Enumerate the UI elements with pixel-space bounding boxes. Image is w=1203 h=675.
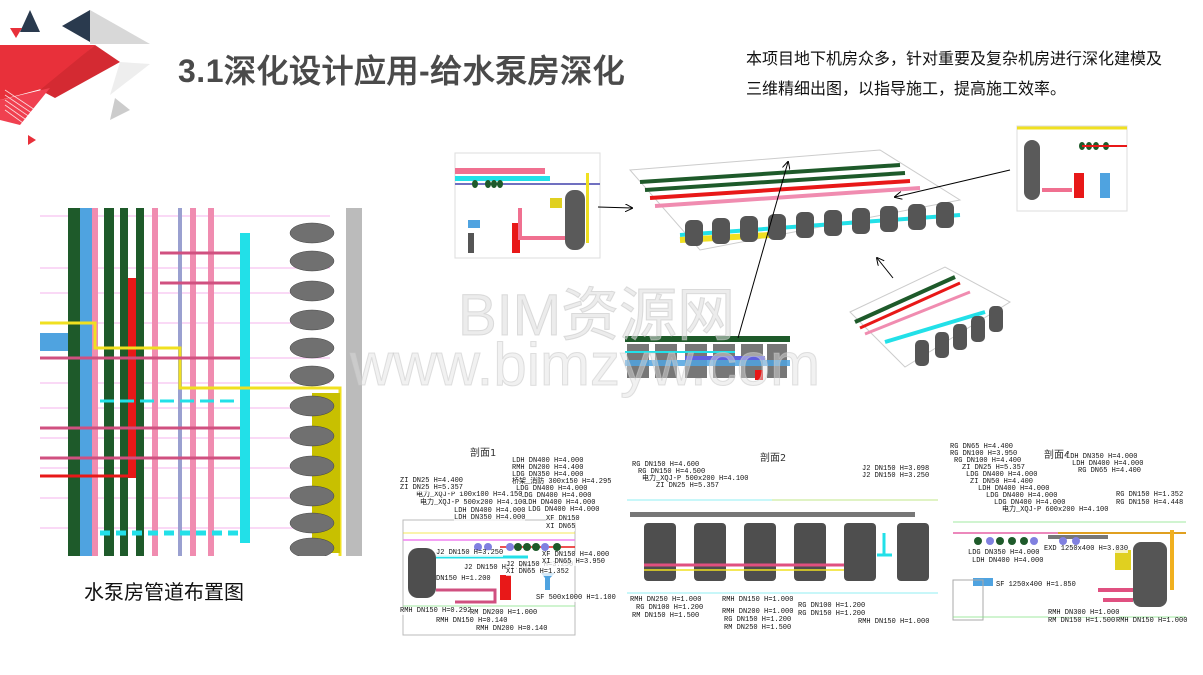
section-1-label: RMH DN150 H=0.292 bbox=[400, 607, 472, 615]
section-2-label: ZI DN25 H=5.357 bbox=[656, 482, 720, 490]
watermark-line1: BIM资源网 bbox=[457, 283, 736, 349]
3d-view-right-pump-room bbox=[1016, 125, 1128, 212]
3d-view-lower-right-pump-room bbox=[849, 266, 1011, 368]
section-1-label: RM DN200 H=1.000 bbox=[470, 609, 538, 617]
section-1-label: LDH DN350 H=4.000 bbox=[454, 514, 526, 522]
section-2-label: RG DN100 H=1.200 bbox=[636, 604, 704, 612]
section-1-label: XI DN65 H=3.950 bbox=[542, 558, 606, 566]
deco-triangle-red-tiny bbox=[28, 135, 36, 145]
deco-triangle-navy bbox=[62, 10, 90, 42]
plan-yellow-pipe bbox=[40, 321, 342, 556]
section-1-label: 电力_XQJ-P 100x100 H=4.150 bbox=[416, 491, 523, 499]
plan-blue-header bbox=[40, 333, 68, 351]
plan-caption: 水泵房管道布置图 bbox=[84, 580, 244, 604]
section-4-drawing: 剖面4 RG DN65 H=4.400 RG DN100 H=3.950 RG … bbox=[948, 442, 1188, 634]
section-1-label: DN150 H=1.200 bbox=[436, 575, 491, 583]
section-2-label: RMH DN150 H=1.000 bbox=[858, 618, 930, 626]
deco-triangle-red-large bbox=[0, 45, 95, 100]
pump-room-plan-drawing bbox=[40, 208, 362, 556]
section-1-label: J2 DN150 H=3.250 bbox=[506, 561, 574, 569]
section-1-label: XI DN65 bbox=[546, 523, 576, 531]
section-4-label: SF 1250x400 H=1.850 bbox=[996, 581, 1076, 589]
slide-description: 本项目地下机房众多，针对重要及复杂机房进行深化建模及三维精细出图，以指导施工，提… bbox=[746, 49, 1163, 98]
decorative-triangles-logo bbox=[0, 10, 150, 145]
section-2-label: J2 DN150 H=3.250 bbox=[862, 472, 930, 480]
section-1-label: LDH DN400 H=4.000 bbox=[524, 499, 596, 507]
section-4-label: 电力_XQJ-P 600x200 H=4.100 bbox=[1002, 506, 1109, 514]
deco-triangle-gray-small bbox=[110, 98, 130, 120]
section-1-label: LDH DN400 H=4.000 bbox=[512, 457, 584, 465]
section-2-label: RG DN150 H=4.500 bbox=[638, 468, 706, 476]
section-2-label: RMH DN200 H=1.000 bbox=[722, 608, 794, 616]
section-1-label: LDG DN400 H=4.000 bbox=[516, 485, 588, 493]
section-4-label: RM DN150 H=1.500 bbox=[1048, 617, 1116, 625]
section-1-label: J2 DN150 H=3.250 bbox=[436, 549, 504, 557]
section-2-label: RG DN150 H=4.600 bbox=[632, 461, 700, 469]
section-4-label: RMH DN300 H=1.000 bbox=[1048, 609, 1120, 617]
section-1-label: 桥架_消防 300x150 H=4.295 bbox=[512, 478, 612, 486]
section-1-label: ZI DN25 H=5.357 bbox=[400, 484, 464, 492]
deco-triangle-red-mid bbox=[40, 45, 120, 98]
section-2-label: RM DN250 H=1.500 bbox=[724, 624, 792, 632]
deco-triangle-navy-small bbox=[20, 10, 40, 32]
section-4-label: LDG DN350 H=4.000 bbox=[968, 549, 1040, 557]
section-2-label: J2 DN150 H=3.098 bbox=[862, 465, 930, 473]
section-1-label: SF 500x1000 H=1.100 bbox=[536, 594, 616, 602]
section-2-label: RMH DN250 H=1.000 bbox=[630, 596, 702, 604]
plan-vertical-mains bbox=[68, 208, 250, 556]
section-4-label: RG DN100 H=4.400 bbox=[954, 457, 1022, 465]
section-2-label: RG DN150 H=1.200 bbox=[798, 610, 866, 618]
section-2-label: RM DN150 H=1.500 bbox=[632, 612, 700, 620]
section-1-label: XI DN65 H=1.352 bbox=[506, 568, 570, 576]
section-4-label: RG DN65 H=4.400 bbox=[950, 443, 1014, 451]
plan-svg bbox=[40, 208, 362, 556]
section-1-label: J2 DN150 H=1.352 bbox=[464, 564, 532, 572]
section-1-title: 剖面1 bbox=[470, 448, 497, 459]
section-4-label: RG DN150 H=1.352 bbox=[1116, 491, 1184, 499]
section-1-label: LDH DN400 H=4.000 bbox=[454, 507, 526, 515]
3d-view-elevation-strip bbox=[625, 336, 790, 380]
section-4-label: LDH DN400 H=4.000 bbox=[978, 485, 1050, 493]
section-2-label: RMH DN150 H=1.000 bbox=[722, 596, 794, 604]
deco-triangle-red-small bbox=[10, 28, 22, 38]
section-1-label: RMH DN200 H=4.400 bbox=[512, 464, 584, 472]
section-2-label: RG DN150 H=1.200 bbox=[724, 616, 792, 624]
section-4-label: ZI DN50 H=4.400 bbox=[970, 478, 1034, 486]
section-4-label: LDH DN400 H=4.000 bbox=[972, 557, 1044, 565]
section-2-drawing: 剖面2 RG DN150 H=4.600 RG DN150 H=4.500 电力… bbox=[622, 445, 938, 635]
section-2-label: 电力_XQJ-P 500x200 H=4.100 bbox=[642, 475, 749, 483]
section-4-label: LDG DN400 H=4.000 bbox=[966, 471, 1038, 479]
plan-wall bbox=[346, 208, 362, 556]
section-1-label: XF DN150 bbox=[546, 515, 580, 523]
section-1-label: LDG DN400 H=4.000 bbox=[520, 492, 592, 500]
section-1-label: LDG DN350 H=4.000 bbox=[512, 471, 584, 479]
section-2-title: 剖面2 bbox=[760, 453, 787, 464]
section-1-drawing: 剖面1 LDH DN400 H=4.000 RMH DN200 H=4.400 … bbox=[396, 440, 616, 638]
deco-triangle-gray bbox=[90, 10, 150, 44]
section-4-label: EXD 1250x400 H=3.030 bbox=[1044, 545, 1129, 553]
section-1-label: RMH DN150 H=0.140 bbox=[436, 617, 508, 625]
section-1-label: 电力_XQJ-P 500x200 H=4.100 bbox=[420, 499, 527, 507]
section-4-label: RG DN150 H=4.448 bbox=[1116, 499, 1184, 507]
3d-view-main-pump-room bbox=[628, 149, 962, 251]
slide-title: 3.1深化设计应用-给水泵房深化 bbox=[178, 53, 626, 89]
section-4-title: 剖面4 bbox=[1044, 450, 1071, 461]
3d-view-left-pump-room bbox=[454, 152, 601, 259]
section-2-label: RG DN100 H=1.200 bbox=[798, 602, 866, 610]
watermark-line2: www.bimzyw.com bbox=[349, 331, 821, 399]
section-1-label: RMH DN200 H=0.140 bbox=[476, 625, 548, 633]
section-4-label: LDG DN400 H=4.000 bbox=[986, 492, 1058, 500]
plan-tanks bbox=[289, 222, 335, 556]
section-1-label: ZI DN25 H=4.400 bbox=[400, 477, 464, 485]
section-4-label: RMH DN150 H=1.000 bbox=[1116, 617, 1188, 625]
section-4-label: ZI DN25 H=5.357 bbox=[962, 464, 1026, 472]
section-4-label: LDH DN350 H=4.000 bbox=[1066, 453, 1138, 461]
deco-triangle-light bbox=[110, 62, 150, 95]
section-4-label: RG DN100 H=3.950 bbox=[950, 450, 1018, 458]
section-4-label: LDG DN400 H=4.000 bbox=[994, 499, 1066, 507]
section-4-label: LDH DN400 H=4.000 bbox=[1072, 460, 1144, 468]
section-1-label: XF DN150 H=4.000 bbox=[542, 551, 610, 559]
section-4-label: RG DN65 H=4.400 bbox=[1078, 467, 1142, 475]
section-1-label: LDG DN400 H=4.000 bbox=[528, 506, 600, 514]
